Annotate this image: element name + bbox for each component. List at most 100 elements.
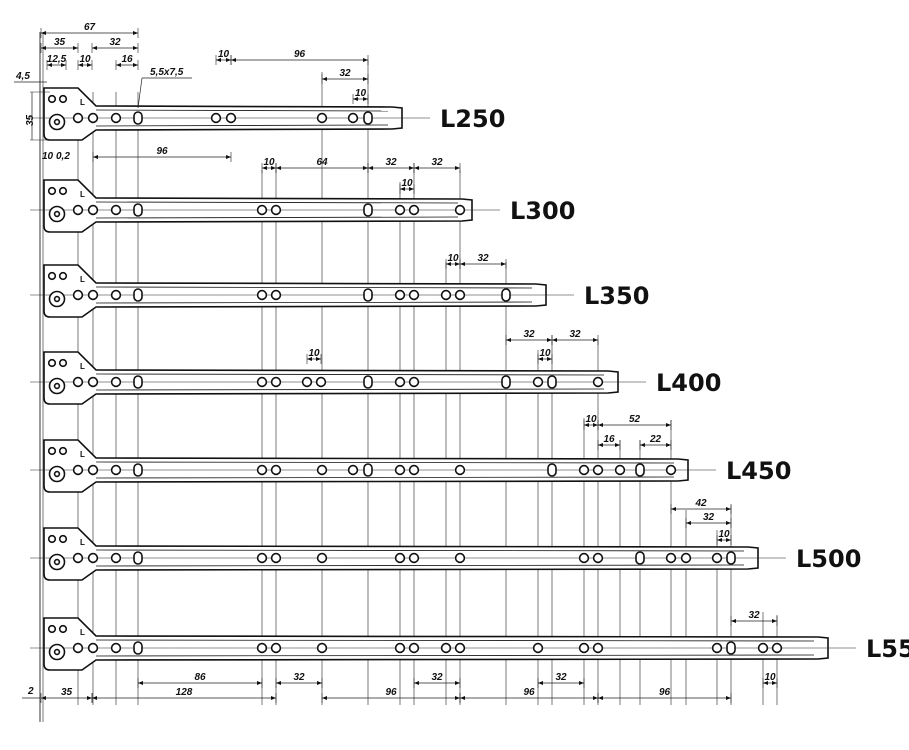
dim-left-10: 10 [42,151,54,162]
dimension-value: 32 [703,512,715,523]
mount-hole [110,642,122,654]
rail-l550: LL550 [30,617,909,671]
dimension-value: 22 [649,434,662,445]
rail-dim: 32 [730,610,778,626]
rail-mark: L [80,98,85,107]
rail-dim: 10 [261,157,277,173]
dimension-value: 128 [176,687,193,698]
mount-hole [408,204,420,216]
dimension-value: 10 [764,672,776,683]
mount-hole [578,552,590,564]
bracket-hole [47,271,57,281]
bottom-dim: 35 [40,687,93,703]
dimension-value: 16 [603,434,615,445]
mount-hole [408,376,420,388]
dim-left-2: 2 [27,686,34,697]
mount-hole [592,376,604,388]
dim-left-4-5: 4,5 [15,71,30,82]
mount-slot [635,463,645,477]
mount-hole [87,289,99,301]
dimension-value: 32 [431,672,443,683]
dimension-value: 35 [61,687,73,698]
rail-label-l550: L550 [866,635,909,663]
mount-hole [347,464,359,476]
rail-label-l400: L400 [656,369,721,397]
mount-hole [72,642,84,654]
mount-hole [711,642,723,654]
mount-hole [711,552,723,564]
dimension-value: 32 [339,68,351,79]
rail-dim: 12,5 [46,54,67,70]
rail-outline [43,264,547,318]
rail-mark: L [80,190,85,199]
dimension-value: 32 [293,672,305,683]
mount-hole [316,464,328,476]
mount-hole [72,376,84,388]
rail-dim: 32 [459,253,507,269]
mount-slot [363,375,373,389]
mount-hole [315,376,327,388]
dimension-value: 10 [308,348,320,359]
mount-hole [665,464,677,476]
bracket-hole [58,94,68,104]
mount-hole [301,376,313,388]
mount-hole [771,642,783,654]
mount-hole [394,642,406,654]
dimension-value: 35 [54,37,66,48]
rail-mark: L [80,538,85,547]
mount-slot [133,551,143,565]
dimension-value: 52 [629,414,641,425]
mount-hole [592,464,604,476]
dim-left-0-2: 0,2 [56,151,70,162]
mount-slot [133,288,143,302]
dimension-value: 96 [523,687,535,698]
mount-hole [87,204,99,216]
mount-hole [532,376,544,388]
bracket-hole [58,446,68,456]
dimension-value: 64 [316,157,328,168]
mount-hole [72,289,84,301]
dimension-value: 32 [477,253,489,264]
dimension-value: 86 [194,672,206,683]
mount-hole [256,642,268,654]
rail-dim: 16 [115,54,139,70]
bottom-dim: 32 [537,672,585,688]
mount-slot [133,463,143,477]
bracket-hole [47,186,57,196]
mount-slot [133,111,143,125]
roller-axle [53,295,61,303]
mount-hole [614,464,626,476]
dimension-value: 96 [294,49,306,60]
dimension-value: 32 [523,329,535,340]
dimension-value: 10 [401,178,413,189]
mount-hole [394,204,406,216]
mount-hole [110,289,122,301]
rail-dim: 35 [40,37,79,53]
bracket-hole [58,271,68,281]
mount-hole [440,289,452,301]
mount-hole [757,642,769,654]
mount-hole [225,112,237,124]
rail-dim: 96 [230,49,369,65]
rail-dim: 32 [551,329,599,345]
rail-dim: 96 [92,146,232,162]
roller-axle [53,470,61,478]
mount-hole [87,642,99,654]
rail-dim: 10 [583,414,599,430]
mount-hole [316,112,328,124]
mount-hole [87,464,99,476]
mount-hole [316,642,328,654]
mount-slot [363,203,373,217]
rail-dim: 32 [505,329,553,345]
bottom-dim: 96 [459,687,599,703]
rail-label-l350: L350 [584,282,649,310]
mount-slot [363,111,373,125]
bracket-hole [47,94,57,104]
dimension-value: 42 [694,498,707,509]
dimension-value: 16 [121,54,133,65]
